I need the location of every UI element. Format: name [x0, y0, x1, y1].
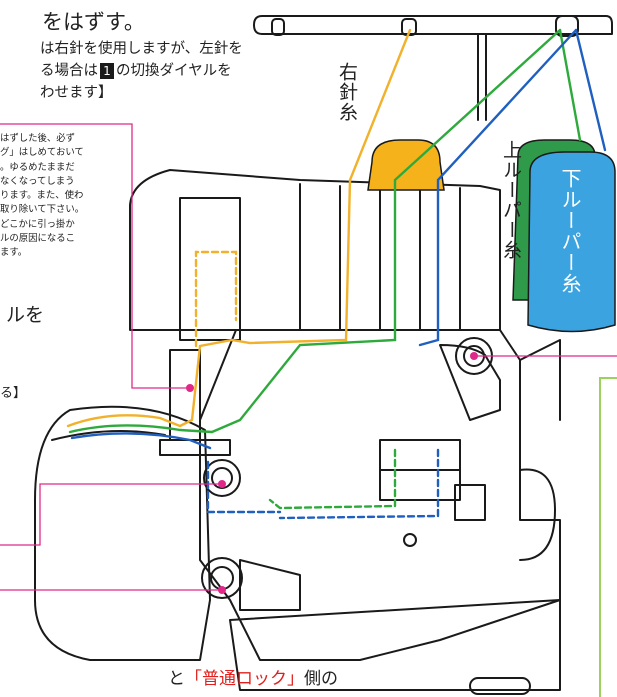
upper-looper-thread-label: 上ルーパー糸: [500, 140, 522, 260]
callout-box-caution: [0, 123, 190, 389]
lower-looper-thread-label: 下ルーパー糸: [558, 168, 582, 294]
lower-looper-thread-path: [418, 28, 578, 347]
lower-looper-thread-dashed: [206, 448, 440, 520]
note-line-3: わせます】: [40, 85, 113, 101]
lower-looper-spool: [527, 151, 616, 333]
base-plate: [229, 599, 561, 691]
right-needle-thread-path: [178, 28, 412, 428]
machine-left-side: [34, 405, 211, 661]
right-needle-spool: [367, 139, 445, 191]
note-line-1: は右針を使用しますが、左針を: [40, 41, 243, 57]
right-needle-thread-dashed: [194, 250, 238, 348]
thread-guide-left: [271, 18, 285, 36]
caution-text: はずした後、必ず グ」はしめておいて 。ゆるめたままだ なくなってしまう ります…: [0, 133, 85, 259]
machine-top: [129, 169, 501, 331]
bracket-note: る】: [0, 386, 27, 401]
callout-box-right: [599, 377, 617, 697]
normal-lock-highlight: 「普通ロック」: [185, 669, 304, 689]
bottom-instruction: と「普通ロック」側の: [168, 669, 338, 689]
loop-instruction: ルを: [6, 304, 45, 326]
upper-looper-thread-path: [210, 28, 562, 434]
key-number-badge: 1: [100, 63, 114, 79]
right-needle-thread-label: 右針糸: [336, 62, 358, 122]
instruction-heading: をはずす。: [42, 10, 145, 34]
upper-looper-thread-dashed: [268, 448, 397, 510]
thread-stand-bar: [253, 15, 613, 35]
thread-guide-right: [555, 15, 579, 37]
handwheel: [519, 468, 556, 561]
callout-line-gear-upper: [0, 483, 222, 546]
